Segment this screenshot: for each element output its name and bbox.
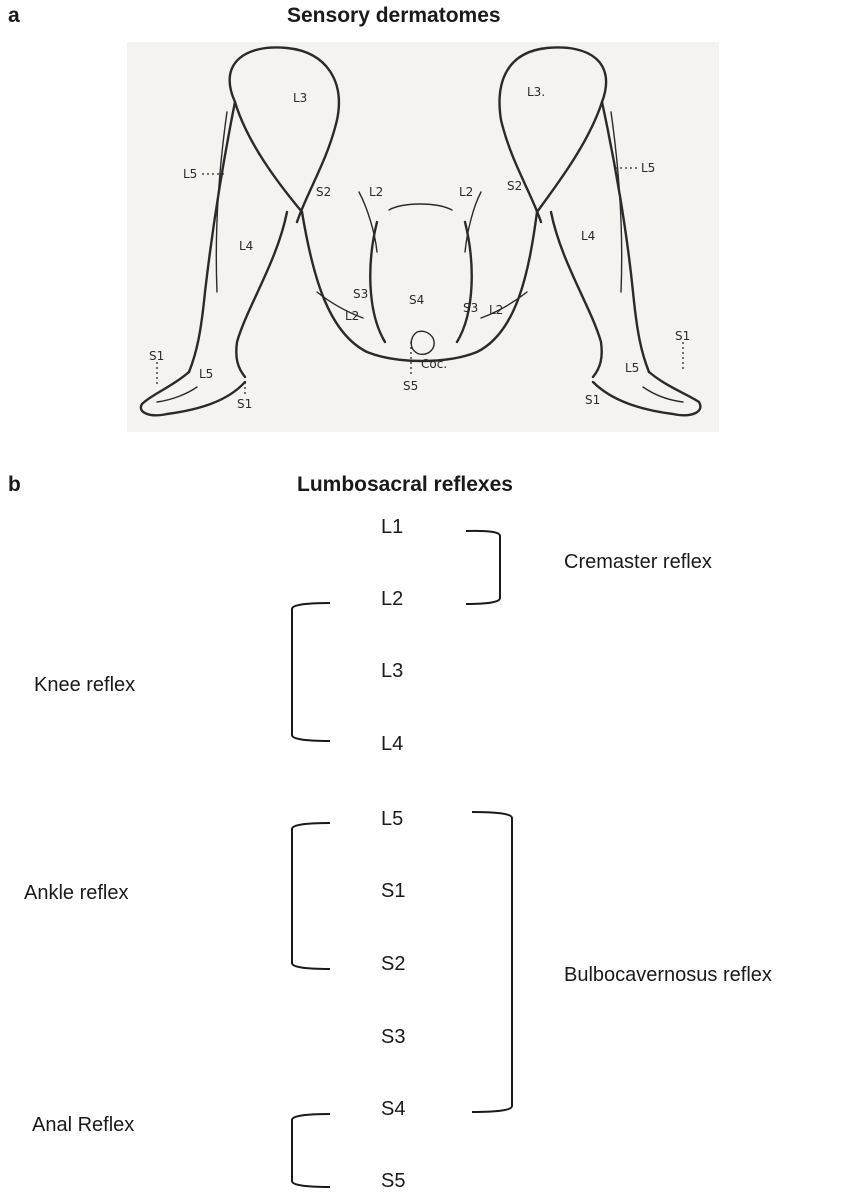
bulbocavernosus-bracket: [472, 812, 512, 1112]
ankle-bracket: [292, 823, 330, 969]
cremaster-bracket: [466, 531, 500, 604]
anal-bracket: [292, 1114, 330, 1187]
knee-bracket: [292, 603, 330, 741]
